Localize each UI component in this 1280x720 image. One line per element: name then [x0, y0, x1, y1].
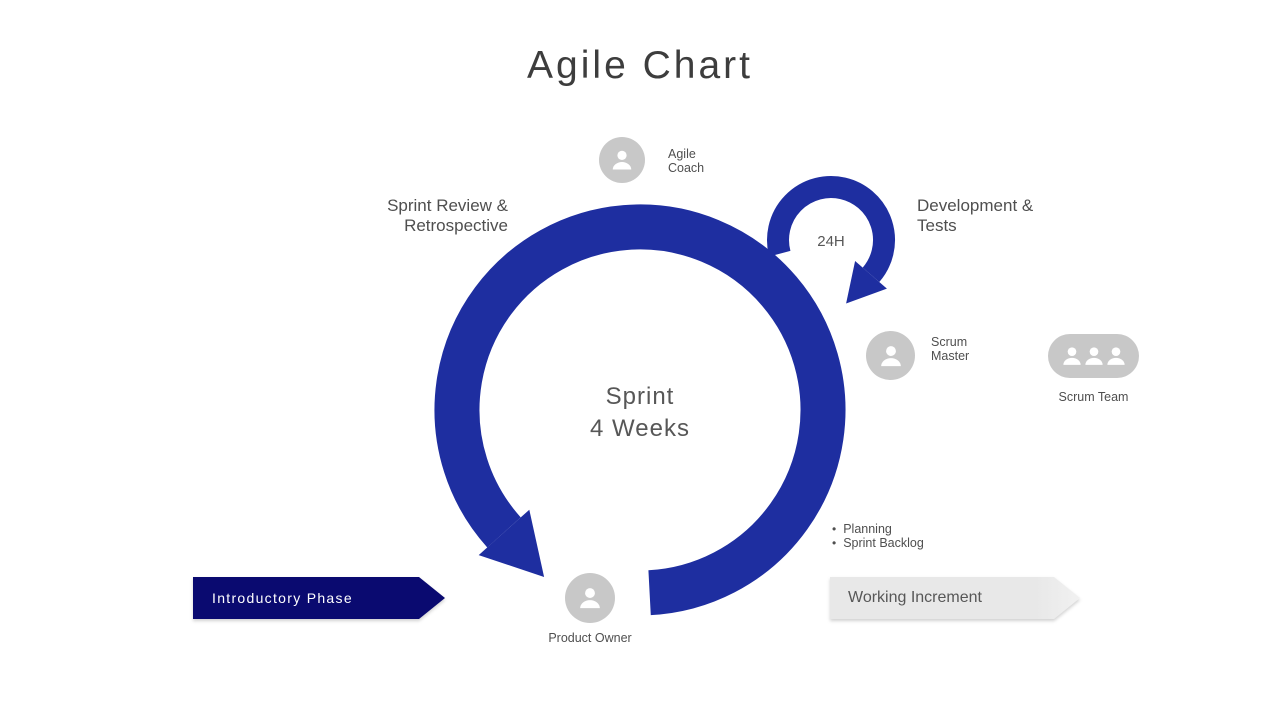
daily-arrowhead-icon — [846, 261, 887, 304]
list-item-label: Sprint Backlog — [843, 536, 924, 550]
person-icon — [1106, 347, 1125, 365]
person-icon — [880, 345, 901, 366]
bullet-icon: • — [832, 522, 837, 536]
daily-loop-arrow — [767, 176, 895, 304]
label-line: Master — [931, 349, 970, 363]
person-icon — [580, 588, 600, 609]
person-icon — [612, 150, 632, 170]
label-line: Coach — [668, 161, 705, 175]
label-line: Retrospective — [404, 215, 508, 235]
label-line: Sprint Review & — [387, 196, 508, 215]
label-line: Tests — [917, 215, 957, 235]
scrum-team-icon — [1048, 334, 1139, 378]
product-owner-label: Product Owner — [548, 631, 632, 645]
planning-list: • Planning • Sprint Backlog — [832, 522, 924, 550]
sprint-duration-label: Sprint 4 Weeks — [490, 381, 790, 445]
label-line: 4 Weeks — [590, 415, 690, 442]
label-line: Sprint — [605, 383, 675, 410]
development-tests-label: Development & Tests — [917, 196, 1137, 235]
intro-phase-banner: Introductory Phase — [193, 577, 445, 619]
list-item-label: Planning — [843, 522, 892, 536]
label-line: Development & — [917, 196, 1034, 215]
product-owner-icon — [565, 573, 615, 623]
bullet-icon: • — [832, 536, 837, 550]
working-increment-banner-shape: Working Increment — [830, 577, 1080, 619]
label-line: Agile — [668, 147, 696, 161]
daily-loop-label: 24H — [817, 233, 845, 250]
label-line: Scrum — [931, 335, 968, 349]
person-icon — [1062, 347, 1081, 365]
person-icon — [1084, 347, 1103, 365]
agile-coach-label: Agile Coach — [668, 147, 704, 175]
sprint-review-label: Sprint Review & Retrospective — [308, 196, 508, 235]
scrum-team-label: Scrum Team — [1058, 390, 1129, 404]
scrum-master-label: Scrum Master — [931, 335, 969, 363]
intro-phase-banner-shape: Introductory Phase — [193, 577, 445, 619]
sprint-cycle-arrow — [434, 204, 846, 616]
scrum-master-icon — [866, 331, 915, 380]
list-item: • Planning — [832, 522, 924, 536]
agile-coach-icon — [599, 137, 645, 183]
sprint-arrowhead-icon — [478, 509, 545, 577]
list-item: • Sprint Backlog — [832, 536, 924, 550]
working-increment-banner: Working Increment — [830, 577, 1080, 619]
page-title: Agile Chart — [527, 44, 753, 87]
